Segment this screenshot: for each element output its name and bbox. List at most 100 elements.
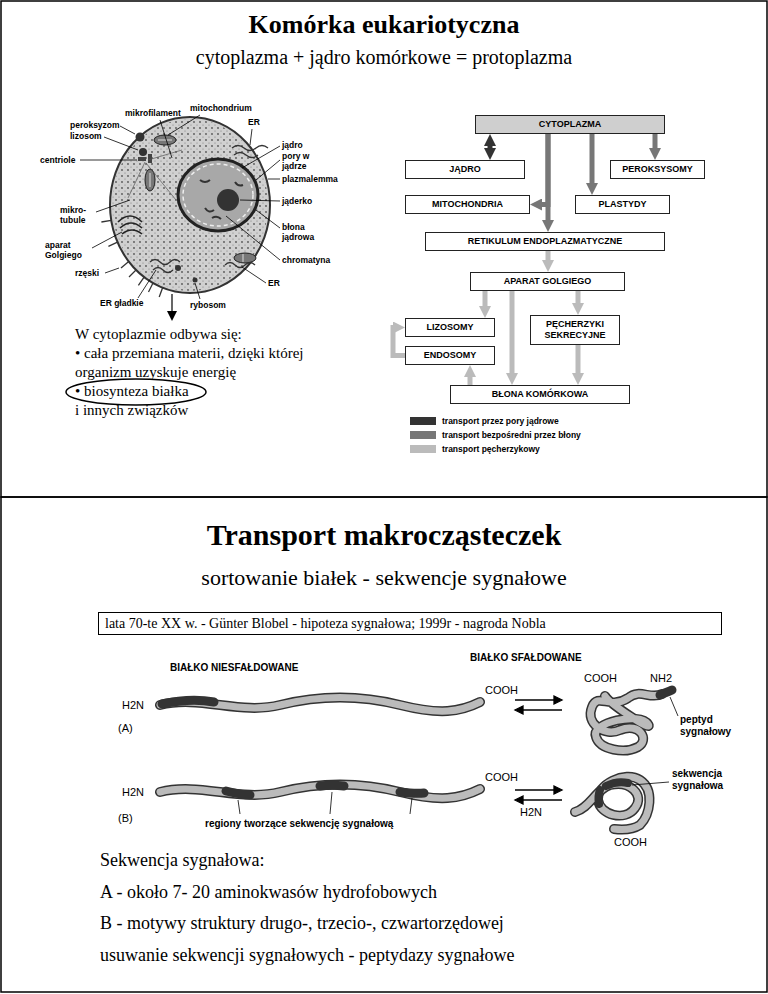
box-text: PLASTYDY bbox=[598, 199, 646, 210]
vesicles bbox=[136, 133, 198, 283]
transport-arrow bbox=[510, 291, 515, 375]
leader-line bbox=[120, 126, 135, 134]
leader-line bbox=[670, 697, 678, 716]
microtubules bbox=[148, 150, 182, 160]
figure-label: peptyd sygnałowy bbox=[680, 714, 742, 738]
microtubules bbox=[146, 163, 176, 200]
legend-item: transport pęcherzykowy bbox=[410, 444, 540, 454]
highlight-circle bbox=[66, 379, 206, 405]
cell-illustration bbox=[110, 117, 270, 293]
equilibrium-arrows bbox=[521, 799, 562, 800]
transport-arrow bbox=[468, 375, 473, 385]
transport-arrow bbox=[488, 144, 493, 150]
endoplasmic-reticulum bbox=[150, 146, 268, 273]
endoplasmic-reticulum bbox=[225, 263, 255, 268]
golgi-apparatus bbox=[120, 223, 142, 228]
compartment-box: CYTOPLAZMA bbox=[475, 115, 665, 134]
protein-chain bbox=[160, 698, 480, 712]
leader-line bbox=[168, 115, 200, 135]
text-line: sortowanie białek - sekwencje sygnałowe bbox=[201, 565, 566, 591]
protein-chain bbox=[160, 785, 480, 799]
legend-swatch bbox=[410, 431, 436, 439]
transport-arrow bbox=[576, 291, 581, 305]
cilia bbox=[121, 262, 129, 268]
leader-line bbox=[250, 129, 252, 145]
text-line: Sekwencja sygnałowa: bbox=[100, 850, 264, 871]
text-line: i innych związków bbox=[75, 401, 188, 420]
protein-chain bbox=[160, 785, 480, 799]
compartment-box: MITOCHONDRIA bbox=[405, 195, 530, 214]
leader-line bbox=[632, 782, 669, 785]
part-label: centriole bbox=[40, 155, 75, 165]
leader-line bbox=[238, 800, 240, 814]
cell-illustration bbox=[66, 115, 280, 405]
mitochondria bbox=[145, 135, 256, 263]
legend-swatch bbox=[410, 417, 436, 425]
figure-label: (B) bbox=[118, 812, 133, 824]
protein-chain bbox=[591, 694, 662, 751]
text-line: • biosynteza białka bbox=[75, 382, 189, 401]
part-label: rzęski bbox=[75, 268, 99, 278]
protein-chain bbox=[591, 694, 662, 751]
part-label: lizosom bbox=[70, 131, 102, 141]
figure-label: COOH bbox=[485, 771, 518, 783]
part-label: mitochondrium bbox=[190, 103, 252, 113]
leader-line bbox=[226, 216, 280, 260]
protein-chain bbox=[160, 698, 480, 712]
leader-line bbox=[160, 120, 172, 158]
box-text: ENDOSOMY bbox=[424, 350, 477, 361]
figure-label: (A) bbox=[118, 722, 133, 734]
transport-arrow bbox=[393, 328, 405, 356]
leader-line bbox=[195, 283, 200, 299]
figure-label: BIAŁKO SFAŁDOWANE bbox=[470, 652, 582, 664]
figure-label: H2N bbox=[122, 699, 144, 711]
equilibrium-arrows bbox=[515, 789, 556, 790]
cell-illustration bbox=[112, 119, 268, 291]
mitochondria bbox=[234, 253, 256, 263]
nucleus bbox=[178, 159, 258, 231]
golgi-apparatus bbox=[118, 216, 142, 222]
golgi-apparatus bbox=[118, 216, 142, 234]
part-label: rybosom bbox=[190, 300, 226, 310]
compartment-box: ENDOSOMY bbox=[405, 346, 495, 365]
text-line: • cała przemiana materii, dzięki której … bbox=[75, 344, 310, 382]
box-text: PEROKSYSOMY bbox=[622, 164, 693, 175]
figure-label: H2N bbox=[122, 786, 144, 798]
microtubules bbox=[128, 162, 145, 198]
part-label: ER bbox=[248, 117, 260, 127]
microtubules bbox=[128, 150, 182, 200]
legend-text: transport bezpośredni przez błony bbox=[442, 430, 581, 440]
equilibrium-arrows bbox=[521, 709, 562, 710]
transport-arrow bbox=[576, 345, 581, 375]
pointer-arrow bbox=[167, 294, 177, 321]
part-label: mikrofilament bbox=[125, 108, 181, 118]
vesicles bbox=[193, 278, 198, 283]
protein-illustration bbox=[160, 690, 678, 830]
cilia bbox=[138, 277, 144, 285]
legend-item: transport przez pory jądrowe bbox=[410, 416, 559, 426]
box-text: RETIKULUM ENDOPLAZMATYCZNE bbox=[468, 236, 622, 247]
equilibrium-arrows bbox=[515, 696, 562, 804]
leader-line bbox=[104, 137, 138, 150]
protein-chain bbox=[606, 782, 628, 786]
text-line: cytoplazma + jądro komórkowe = protoplaz… bbox=[196, 46, 572, 69]
leader-line bbox=[330, 792, 332, 814]
cilia bbox=[101, 220, 111, 222]
part-label: aparat Golgiego bbox=[45, 240, 91, 260]
transport-arrow bbox=[546, 251, 551, 262]
endoplasmic-reticulum bbox=[234, 153, 258, 158]
text-line: Transport makrocząsteczek bbox=[207, 518, 562, 552]
part-label: plazmalemma bbox=[282, 174, 338, 184]
cilia bbox=[159, 288, 162, 297]
leader-line bbox=[242, 267, 266, 283]
compartment-box: PLASTYDY bbox=[575, 195, 670, 214]
vesicles bbox=[136, 133, 145, 142]
part-label: ER gładkie bbox=[100, 298, 143, 308]
protein-chain bbox=[226, 791, 250, 795]
text-line: usuwanie sekwencji sygnałowych - peptyda… bbox=[100, 945, 514, 966]
leader-line bbox=[92, 232, 122, 248]
figure-label: COOH bbox=[485, 684, 518, 696]
part-label: pory w jądrze bbox=[282, 151, 330, 171]
part-label: błona jądrowa bbox=[282, 222, 328, 242]
leader-line bbox=[96, 200, 130, 212]
